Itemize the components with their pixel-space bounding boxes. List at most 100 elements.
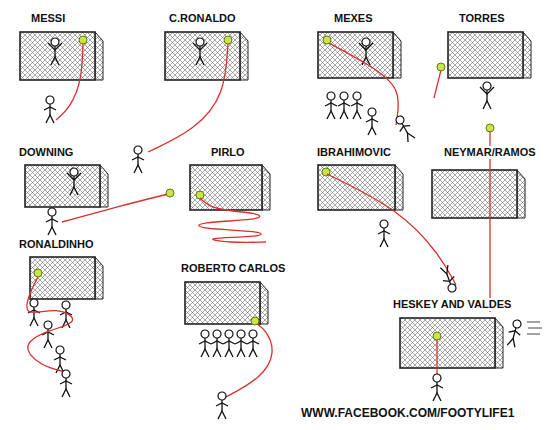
goal-side-net bbox=[240, 32, 248, 80]
ball-path bbox=[56, 42, 83, 120]
arms bbox=[398, 123, 410, 132]
legs bbox=[404, 131, 415, 142]
goal-side-net bbox=[393, 32, 401, 78]
goal-frame bbox=[400, 318, 495, 368]
head bbox=[51, 38, 59, 46]
stick-figure bbox=[393, 114, 417, 143]
head bbox=[327, 92, 335, 100]
arms bbox=[216, 403, 228, 406]
body bbox=[252, 338, 253, 349]
stick-figure bbox=[235, 330, 247, 357]
ball bbox=[323, 36, 331, 44]
ball bbox=[224, 36, 232, 44]
body bbox=[365, 46, 366, 57]
legs bbox=[340, 111, 348, 119]
ball bbox=[437, 63, 445, 71]
arms bbox=[132, 157, 144, 160]
goal bbox=[432, 170, 525, 218]
ball bbox=[196, 191, 204, 199]
body bbox=[447, 274, 451, 284]
head bbox=[201, 330, 209, 338]
arms bbox=[443, 277, 455, 284]
arms bbox=[359, 43, 373, 50]
watermark: WWW.FACEBOOK.COM/FOOTYLIFE1 bbox=[300, 406, 515, 420]
body bbox=[383, 228, 384, 239]
goal-side-net bbox=[523, 32, 531, 78]
stick-figure bbox=[132, 146, 144, 173]
legs bbox=[62, 389, 70, 397]
body bbox=[199, 46, 200, 57]
ball bbox=[486, 124, 494, 132]
head bbox=[56, 346, 64, 354]
arms bbox=[48, 43, 62, 50]
arms bbox=[199, 341, 211, 344]
body bbox=[343, 100, 344, 111]
goal-frame bbox=[432, 170, 517, 218]
goal-frame bbox=[20, 32, 95, 80]
legs bbox=[433, 393, 441, 401]
arms bbox=[67, 173, 81, 180]
stick-figure bbox=[48, 38, 62, 65]
head bbox=[249, 330, 257, 338]
goal-frame bbox=[448, 32, 523, 78]
legs bbox=[196, 57, 204, 65]
stick-figure bbox=[42, 321, 54, 348]
stick-figure bbox=[44, 96, 56, 123]
body bbox=[436, 382, 437, 393]
body bbox=[371, 116, 372, 127]
ball-path bbox=[436, 340, 437, 375]
stick-figure bbox=[216, 392, 228, 419]
body bbox=[54, 46, 55, 57]
arms bbox=[193, 43, 207, 50]
arms bbox=[247, 341, 259, 344]
goal bbox=[400, 318, 503, 368]
arms bbox=[54, 357, 66, 360]
goal-side-net bbox=[495, 318, 503, 368]
legs bbox=[225, 349, 233, 357]
stick-figure bbox=[431, 374, 443, 401]
body bbox=[228, 338, 229, 349]
legs bbox=[218, 411, 226, 419]
goal-frame bbox=[25, 165, 100, 207]
legs bbox=[327, 111, 335, 119]
ball-path bbox=[27, 277, 73, 372]
ball-path bbox=[148, 42, 228, 152]
goal bbox=[318, 165, 403, 210]
player-name: ROBERTO CARLOS bbox=[180, 262, 286, 275]
head bbox=[44, 321, 52, 329]
body bbox=[513, 328, 516, 339]
head bbox=[395, 115, 406, 126]
body bbox=[330, 100, 331, 111]
arms bbox=[223, 341, 235, 344]
player-name: NEYMAR/RAMOS bbox=[443, 146, 537, 159]
arms bbox=[44, 107, 56, 110]
stick-figure bbox=[46, 208, 58, 235]
stick-figure bbox=[199, 330, 211, 357]
head bbox=[196, 38, 204, 46]
head bbox=[30, 299, 38, 307]
legs bbox=[51, 57, 59, 65]
body bbox=[216, 338, 217, 349]
legs bbox=[213, 349, 221, 357]
legs bbox=[507, 337, 517, 347]
body bbox=[47, 329, 48, 340]
player-name: RONALDINHO bbox=[18, 238, 95, 251]
arms bbox=[366, 119, 378, 122]
player-name: MEXES bbox=[333, 12, 374, 25]
goal-frame bbox=[185, 282, 260, 324]
head bbox=[134, 146, 142, 154]
stick-figure bbox=[480, 82, 494, 109]
ball-path bbox=[62, 194, 168, 222]
body bbox=[240, 338, 241, 349]
ball-path bbox=[224, 324, 272, 398]
goal bbox=[318, 32, 401, 78]
stick-figure bbox=[351, 92, 363, 119]
stick-figure bbox=[438, 264, 459, 293]
legs bbox=[353, 111, 361, 119]
ball bbox=[79, 36, 87, 44]
legs bbox=[44, 340, 52, 348]
stick-figure bbox=[378, 220, 390, 247]
head bbox=[368, 108, 376, 116]
